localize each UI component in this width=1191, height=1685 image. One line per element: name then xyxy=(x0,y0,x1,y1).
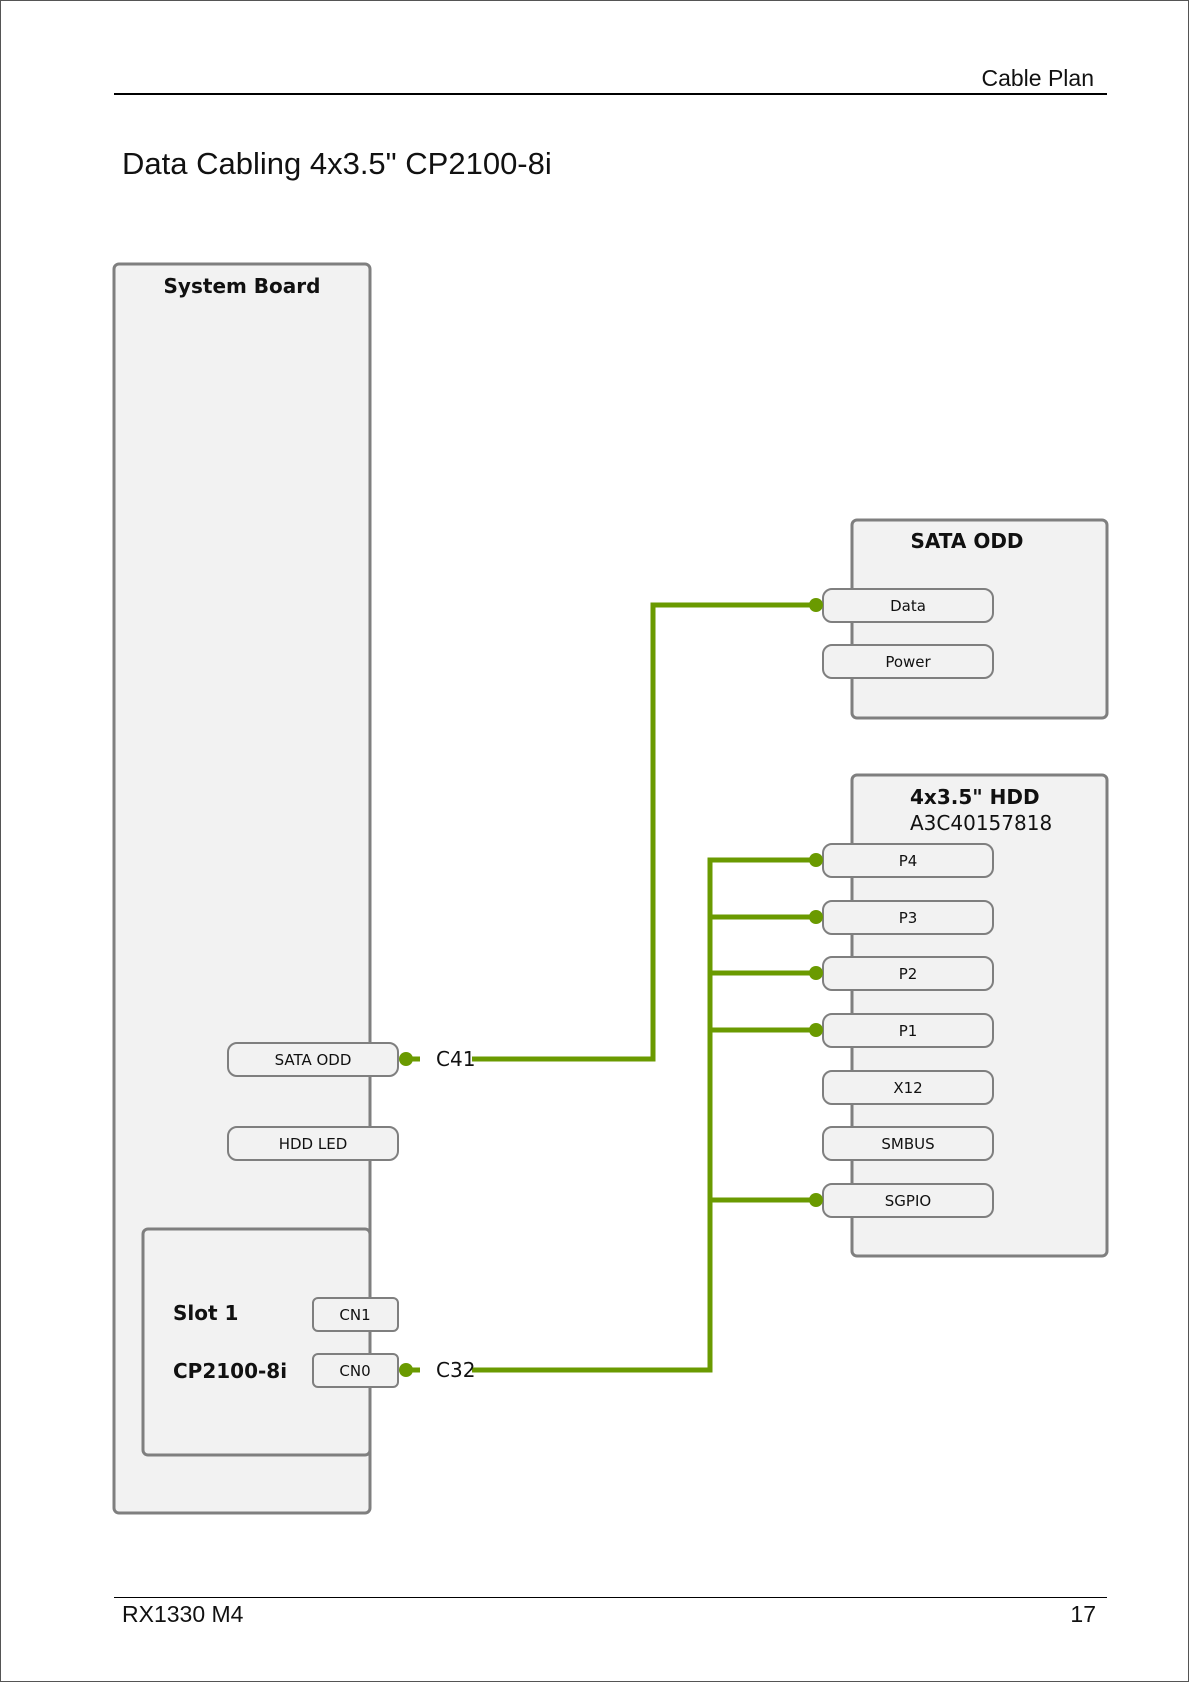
cable-c41 xyxy=(472,605,816,1059)
footer-rule xyxy=(114,1597,1107,1598)
slot-label: Slot 1 xyxy=(173,1301,238,1325)
hdd-connector-x12-label: X12 xyxy=(893,1079,922,1097)
hdd-connector-p1-label: P1 xyxy=(899,1022,918,1040)
slot-box xyxy=(143,1229,370,1455)
cable-c32-dot-sgpio xyxy=(809,1193,823,1207)
hdd-connector-p2-label: P2 xyxy=(899,965,918,983)
odd-connector-power-label: Power xyxy=(885,653,931,671)
sata-odd-label: SATA ODD xyxy=(910,529,1023,553)
hdd-connector-smbus-label: SMBUS xyxy=(881,1135,934,1153)
cable-c32-label: C32 xyxy=(436,1358,475,1382)
hdd-connector-p4-label: P4 xyxy=(899,852,918,870)
cable-c41-end-dot xyxy=(809,598,823,612)
cable-c32-trunk xyxy=(472,860,816,1370)
cable-c32-dot-p4 xyxy=(809,853,823,867)
hdd-connector-p3-label: P3 xyxy=(899,909,918,927)
cable-c32-dot-p2 xyxy=(809,966,823,980)
cable-c32-start-dot xyxy=(399,1363,413,1377)
cable-c41-start-dot xyxy=(399,1052,413,1066)
slot-connector-cn1-label: CN1 xyxy=(339,1306,370,1324)
board-connector-hdd-led-label: HDD LED xyxy=(279,1135,348,1153)
system-board-label: System Board xyxy=(164,274,321,298)
board-connector-sata-odd-label: SATA ODD xyxy=(275,1051,352,1069)
cable-c32-dot-p3 xyxy=(809,910,823,924)
slot-controller-label: CP2100-8i xyxy=(173,1359,287,1383)
hdd-label: 4x3.5" HDD xyxy=(910,785,1040,809)
cable-c41-label: C41 xyxy=(436,1047,475,1071)
hdd-connector-sgpio-label: SGPIO xyxy=(885,1192,931,1210)
odd-connector-data-label: Data xyxy=(890,597,926,615)
footer-page-number: 17 xyxy=(1070,1601,1096,1628)
footer-model: RX1330 M4 xyxy=(122,1601,243,1628)
hdd-part-number: A3C40157818 xyxy=(910,811,1052,835)
slot-connector-cn0-label: CN0 xyxy=(339,1362,370,1380)
cable-c32-dot-p1 xyxy=(809,1023,823,1037)
